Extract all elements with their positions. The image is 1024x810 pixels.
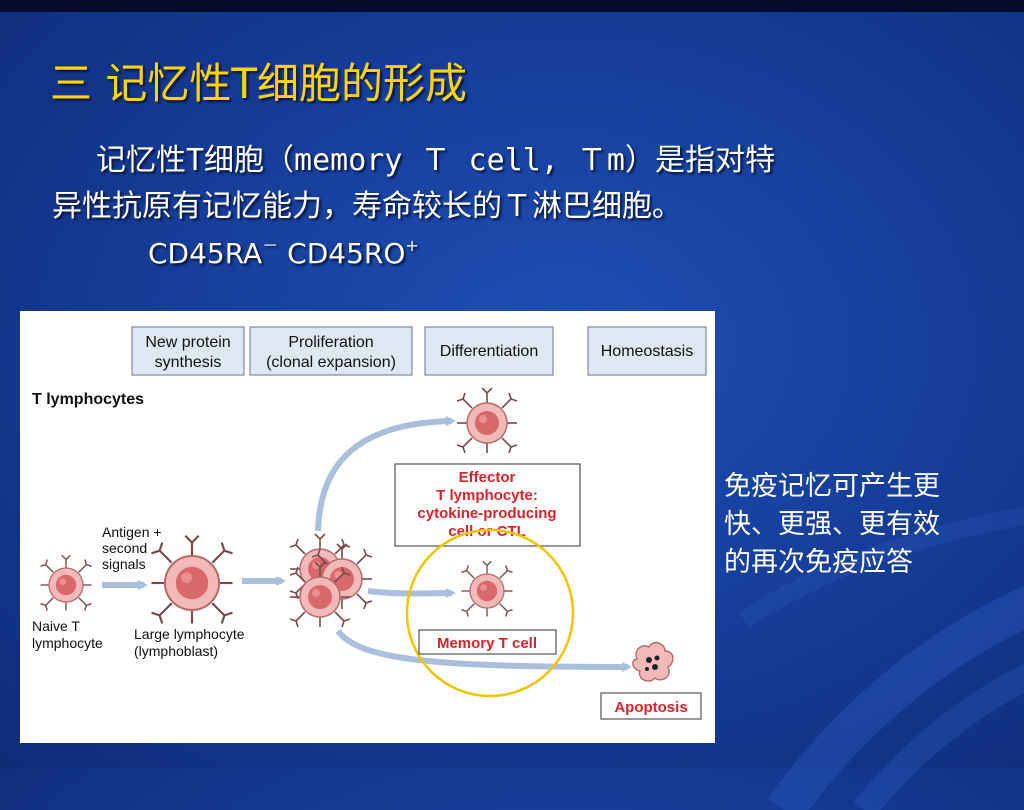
apoptotic-cell-icon [632, 641, 674, 682]
effector-label: cytokine-producing [417, 505, 556, 522]
diagram-svg: New protein synthesis Proliferation (clo… [32, 326, 707, 720]
large-label: (lymphoblast) [134, 643, 218, 659]
antigen-label: second [102, 540, 147, 556]
top-bar [0, 0, 1024, 12]
definition-line-1: 记忆性T细胞（memory Ｔ cell, Ｔm）是指对特 [96, 143, 775, 178]
side-note-line: 的再次免疫应答 [724, 547, 913, 578]
naive-label: Naive T [32, 618, 80, 634]
effector-label-box: Effector T lymphocyte: cytokine-producin… [394, 463, 581, 547]
side-note-line: 免疫记忆可产生更 [724, 471, 940, 502]
arrow-to-effector [315, 416, 456, 532]
large-label: Large lymphocyte [134, 626, 245, 642]
antigen-label: signals [102, 556, 146, 572]
header-text: Homeostasis [601, 343, 693, 360]
marker-cd45ro-sign: + [405, 236, 419, 255]
header-text: (clonal expansion) [266, 354, 396, 371]
apoptosis-label: Apoptosis [614, 699, 687, 716]
header-text: New protein [145, 334, 230, 351]
effector-label: T lymphocyte: [436, 487, 538, 504]
memory-label-box: Memory T cell [418, 629, 557, 655]
effector-label: cell or CTL [448, 523, 526, 540]
effector-t-cell-icon [456, 387, 518, 454]
marker-cd45ra: CD45RA [148, 237, 263, 270]
definition-line-2: 异性抗原有记忆能力，寿命较长的Ｔ淋巴细胞。 [52, 189, 682, 224]
header-box-differentiation: Differentiation [424, 326, 554, 376]
proliferating-cells-icon [289, 533, 373, 628]
naive-label: lymphocyte [32, 635, 103, 651]
large-lymphocyte-icon [150, 534, 234, 625]
apoptosis-label-box: Apoptosis [600, 692, 702, 720]
surface-markers: CD45RA－ CD45RO+ [148, 232, 419, 270]
definition-text: 记忆性T细胞（memory Ｔ cell, Ｔm）是指对特 异性抗原有记忆能力，… [52, 138, 952, 230]
memory-t-cell-diagram: New protein synthesis Proliferation (clo… [20, 311, 715, 743]
header-box-homeostasis: Homeostasis [587, 326, 707, 376]
marker-cd45ro: CD45RO [287, 237, 406, 270]
antigen-label: Antigen + [102, 524, 162, 540]
section-label: T lymphocytes [32, 391, 144, 408]
naive-t-cell-icon [39, 554, 93, 612]
memory-label: Memory T cell [437, 635, 537, 652]
memory-t-cell-icon [460, 560, 514, 618]
side-note-line: 快、更强、更有效 [724, 509, 940, 540]
header-text: synthesis [155, 354, 222, 371]
header-box-proliferation: Proliferation (clonal expansion) [249, 326, 413, 376]
marker-cd45ra-sign: － [262, 236, 279, 255]
side-note: 免疫记忆可产生更 快、更强、更有效 的再次免疫应答 [724, 468, 1008, 582]
header-text: Differentiation [440, 343, 538, 360]
header-box-new-protein: New protein synthesis [131, 326, 245, 376]
header-text: Proliferation [288, 334, 373, 351]
effector-label: Effector [459, 469, 516, 486]
highlight-circle [405, 528, 575, 698]
arrow-to-memory [367, 588, 456, 599]
slide-title: 三 记忆性T细胞的形成 [50, 59, 468, 108]
